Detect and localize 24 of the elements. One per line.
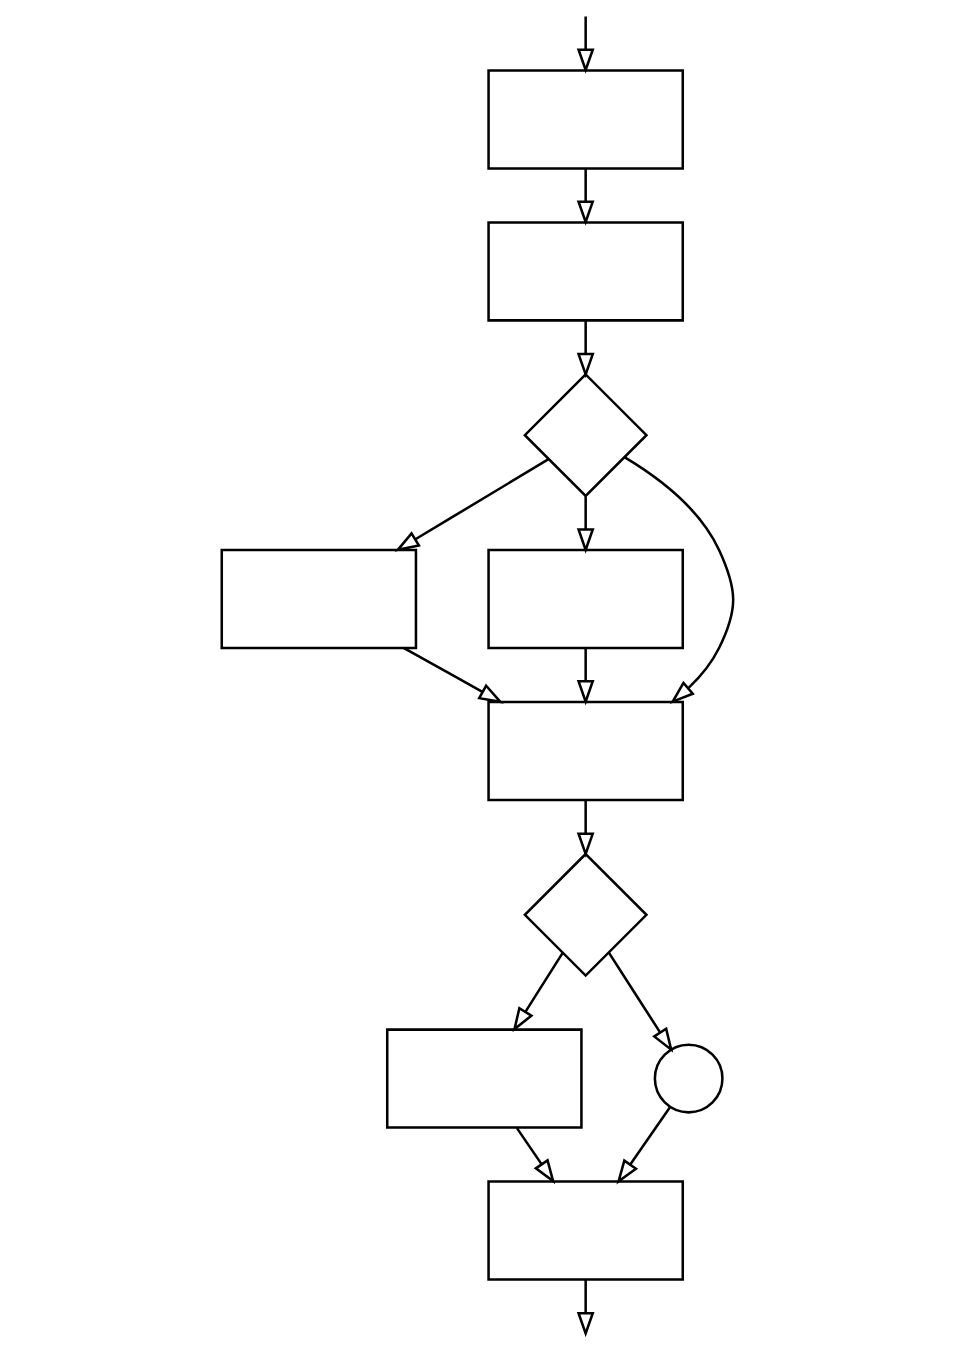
arrow: [576, 1279, 595, 1338]
arrow: [576, 16, 595, 74]
arrow: [607, 952, 673, 1053]
node-box: [486, 221, 684, 322]
arrow: [576, 800, 595, 858]
node-diamond: [522, 372, 648, 498]
arrow: [394, 458, 549, 552]
arrow: [576, 648, 595, 706]
arrow: [402, 647, 504, 704]
node-diamond: [522, 852, 648, 978]
node-box: [486, 700, 684, 802]
node-box: [486, 1180, 684, 1281]
arrow: [576, 320, 595, 379]
arrow: [576, 496, 595, 554]
node-circle: [653, 1043, 724, 1114]
node-box: [220, 548, 417, 650]
node-box: [385, 1028, 583, 1129]
arrow: [576, 168, 595, 226]
node-box: [486, 69, 684, 170]
node-box: [486, 548, 684, 650]
arrow: [515, 1127, 555, 1185]
arrow: [623, 456, 734, 705]
arrow: [615, 1106, 671, 1185]
arrow: [512, 952, 564, 1033]
